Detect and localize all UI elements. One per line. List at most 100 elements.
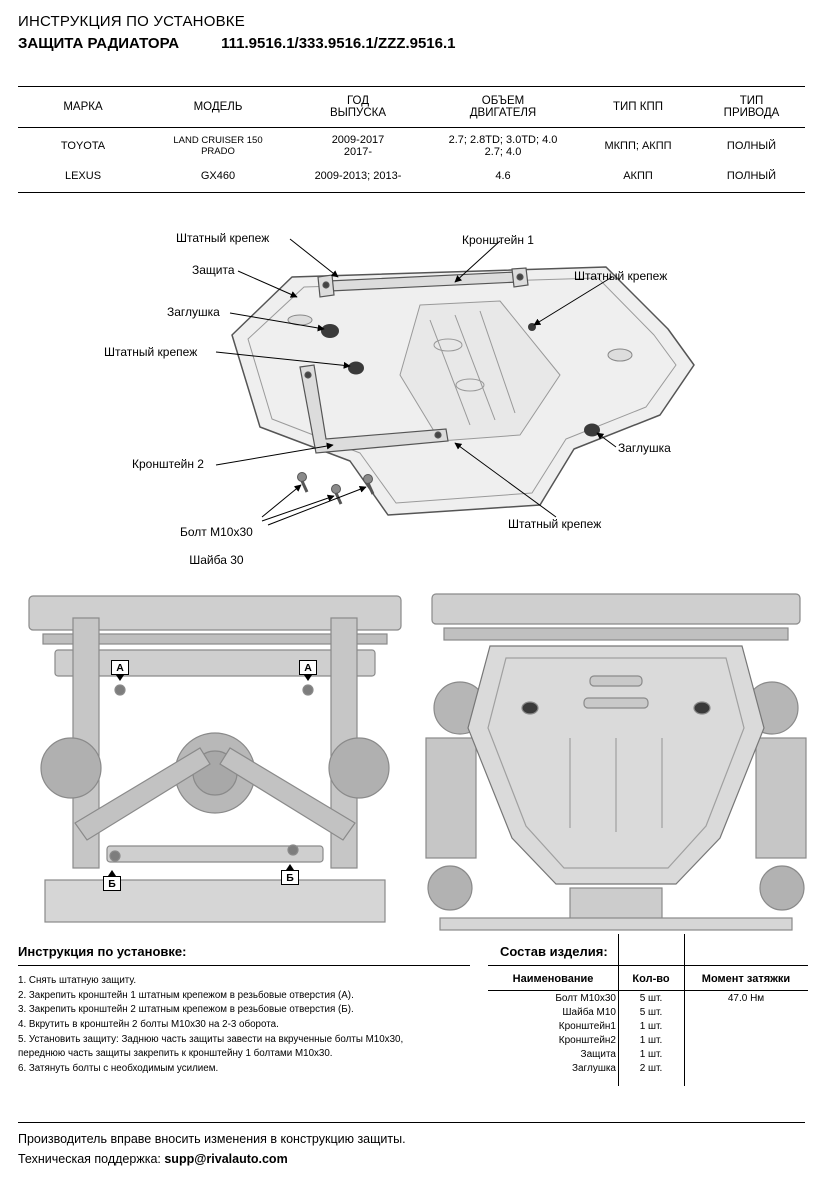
- product-line: ЗАЩИТА РАДИАТОРА 111.9516.1/333.9516.1/Z…: [18, 35, 805, 52]
- shield-diagram-svg: [215, 238, 695, 526]
- table-cell: 2 шт.: [639, 1062, 663, 1074]
- components-title: Состав изделия:: [488, 944, 808, 966]
- column-header: ОБЪЕМ ДВИГАТЕЛЯ: [428, 86, 578, 128]
- column-header: ГОД ВЫПУСКА: [288, 86, 428, 128]
- manufacturer-note: Производитель вправе вносить изменения в…: [18, 1132, 406, 1146]
- instruction-step: 1. Снять штатную защиту.: [18, 975, 137, 986]
- arrow-up-icon: [108, 870, 116, 876]
- exploded-diagram: Штатный крепеж Кронштейн 1 Штатный крепе…: [0, 225, 823, 575]
- photo-chassis-after: [420, 588, 812, 933]
- photo-section: А А Б Б: [0, 588, 823, 936]
- page-title: ИНСТРУКЦИЯ ПО УСТАНОВКЕ: [18, 13, 245, 30]
- fitment-header-row: МАРКА МОДЕЛЬ ГОД ВЫПУСКА ОБЪЕМ ДВИГАТЕЛЯ…: [18, 86, 805, 128]
- label-bolt-washer: Болт М10х30 Шайба 30: [180, 511, 253, 581]
- column-header: МАРКА: [18, 86, 148, 128]
- table-row: Кронштейн1 1 шт.: [488, 1019, 808, 1033]
- label-bracket2: Кронштейн 2: [132, 457, 204, 471]
- table-cell: Кронштейн1: [558, 1020, 616, 1032]
- label-factory-fastener-right: Штатный крепеж: [574, 269, 668, 283]
- label-bracket1: Кронштейн 1: [462, 233, 534, 247]
- fitment-table: МАРКА МОДЕЛЬ ГОД ВЫПУСКА ОБЪЕМ ДВИГАТЕЛЯ…: [18, 86, 805, 193]
- table-cell: [684, 1019, 808, 1033]
- table-cell: [684, 1033, 808, 1047]
- bracket2-part: [299, 364, 449, 454]
- table-cell: Болт М10х30: [555, 992, 616, 1004]
- components-table: Наименование Кол-во Момент затяжки Болт …: [488, 968, 808, 1075]
- components-section: Состав изделия: Наименование Кол-во Моме…: [488, 934, 808, 1086]
- table-cell: [684, 1005, 808, 1019]
- part-numbers: 111.9516.1/333.9516.1/ZZZ.9516.1: [221, 35, 456, 52]
- table-cell: ПОЛНЫЙ: [726, 140, 777, 152]
- table-cell: ПОЛНЫЙ: [698, 164, 805, 193]
- table-cell: 47.0 Нм: [727, 992, 765, 1004]
- photo-chassis-before: А А Б Б: [15, 588, 415, 933]
- table-cell: 1 шт.: [639, 1034, 663, 1046]
- label-factory-fastener-bottom: Штатный крепеж: [508, 517, 602, 531]
- instruction-step: 6. Затянуть болты с необходимым усилием.: [18, 1063, 219, 1075]
- table-cell: [684, 1047, 808, 1061]
- table-cell: [684, 1061, 808, 1075]
- marker-label: Б: [281, 870, 299, 885]
- table-row: Защита 1 шт.: [488, 1047, 808, 1061]
- instruction-step: 2. Закрепить кронштейн 1 штатным крепежо…: [18, 989, 354, 1001]
- label-factory-fastener-left: Штатный крепеж: [104, 345, 198, 359]
- instruction-steps: 1. Снять штатную защиту. 2. Закрепить кр…: [18, 974, 470, 1077]
- table-cell: 1 шт.: [639, 1020, 663, 1032]
- table-cell: Защита: [580, 1048, 616, 1060]
- instruction-step: 5. Установить защиту: Заднюю часть защит…: [18, 1033, 404, 1060]
- table-row: Болт М10х30 5 шт. 47.0 Нм: [488, 991, 808, 1006]
- table-cell: 2.7; 2.8TD; 3.0TD; 4.0 2.7; 4.0: [448, 134, 558, 158]
- table-cell: TOYOTA: [60, 140, 106, 152]
- mount-point-marker-b2: Б: [281, 864, 299, 885]
- table-cell: МКПП; АКПП: [604, 140, 672, 152]
- table-cell: LEXUS: [18, 164, 148, 193]
- table-cell: 2009-2013; 2013-: [288, 164, 428, 193]
- table-cell: GX460: [148, 164, 288, 193]
- label-factory-fastener-top: Штатный крепеж: [176, 231, 270, 245]
- marker-label: А: [111, 660, 129, 675]
- column-header: Момент затяжки: [684, 968, 808, 991]
- column-header: ТИП ПРИВОДА: [698, 86, 805, 128]
- chassis-before-svg: [28, 595, 402, 923]
- column-header: МОДЕЛЬ: [148, 86, 288, 128]
- table-cell: 5 шт.: [639, 1006, 663, 1018]
- table-cell: АКПП: [578, 164, 698, 193]
- shield-plate: [231, 266, 695, 516]
- table-cell: Шайба М10: [562, 1006, 616, 1018]
- footer-divider: [18, 1122, 805, 1123]
- table-row: LEXUS GX460 2009-2013; 2013- 4.6 АКПП ПО…: [18, 164, 805, 193]
- column-divider: [684, 934, 685, 1086]
- instructions-title: Инструкция по установке:: [18, 944, 470, 966]
- bolt-icons: [297, 472, 375, 505]
- table-cell: Кронштейн2: [558, 1034, 616, 1046]
- support-line: Техническая поддержка: supp@rivalauto.co…: [18, 1152, 288, 1166]
- label-shield: Защита: [192, 263, 235, 277]
- table-row: Шайба М10 5 шт.: [488, 1005, 808, 1019]
- mount-point-marker-b1: Б: [103, 870, 121, 891]
- table-row: TOYOTA LAND CRUISER 150 PRADO 2009-2017 …: [18, 128, 805, 165]
- column-header: Кол-во: [618, 968, 684, 991]
- table-cell: Заглушка: [571, 1062, 616, 1074]
- marker-label: Б: [103, 876, 121, 891]
- table-cell: 4.6: [428, 164, 578, 193]
- instruction-step: 4. Вкрутить в кронштейн 2 болты М10х30 н…: [18, 1019, 279, 1031]
- arrow-up-icon: [286, 864, 294, 870]
- column-header: ТИП КПП: [578, 86, 698, 128]
- support-email: supp@rivalauto.com: [164, 1152, 288, 1166]
- support-label: Техническая поддержка:: [18, 1152, 161, 1166]
- bracket1-part: [317, 267, 529, 298]
- label-plug-left: Заглушка: [167, 305, 220, 319]
- instruction-step: 3. Закрепить кронштейн 2 штатным крепежо…: [18, 1004, 354, 1016]
- installation-instructions: Инструкция по установке: 1. Снять штатну…: [18, 944, 470, 1077]
- table-cell: 1 шт.: [639, 1048, 663, 1060]
- table-cell: 5 шт.: [639, 992, 663, 1004]
- label-washer: Шайба 30: [189, 553, 244, 567]
- product-name: ЗАЩИТА РАДИАТОРА: [18, 35, 180, 52]
- table-cell: LAND CRUISER 150 PRADO: [173, 135, 263, 157]
- chassis-after-svg: [425, 593, 807, 931]
- table-cell: 2009-2017 2017-: [331, 134, 385, 158]
- label-bolt: Болт М10х30: [180, 525, 253, 539]
- mount-point-marker-a2: А: [299, 660, 317, 681]
- arrow-down-icon: [304, 675, 312, 681]
